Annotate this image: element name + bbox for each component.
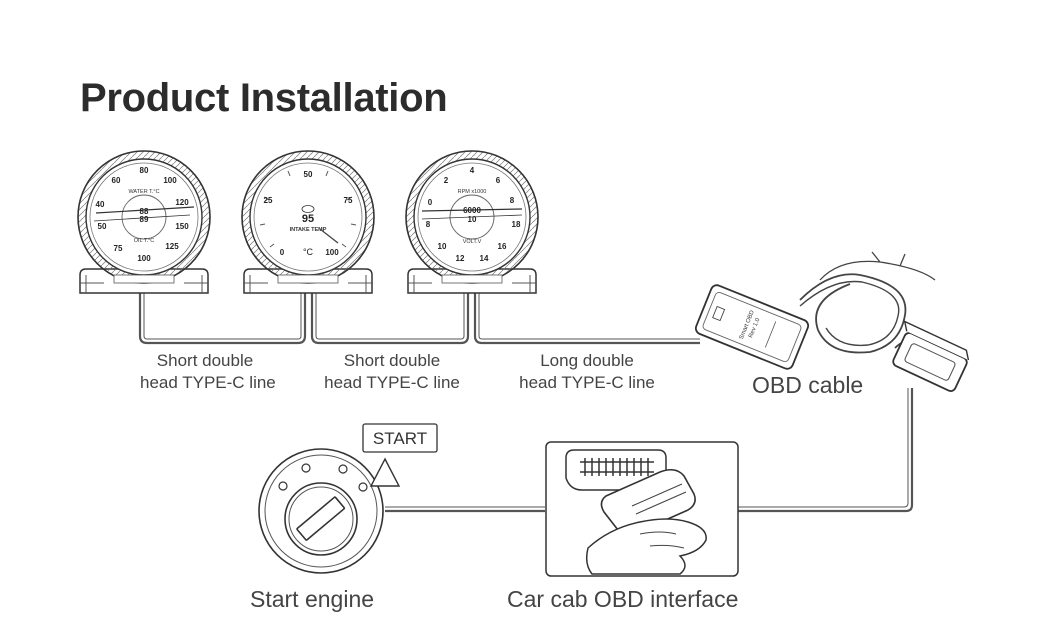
cable-caption-1: Short double head TYPE-C line <box>140 350 276 394</box>
gauge3-label-bottom: VOLT.V <box>463 239 482 245</box>
gauge2-readout: 95 <box>302 213 314 225</box>
gauge1-label-bottom: OIL T.°C <box>134 238 155 244</box>
gauge1-readout-top: 88 <box>140 207 149 216</box>
gauge1-tick-100: 100 <box>163 176 177 185</box>
gauge2-tick-25: 25 <box>264 196 273 205</box>
cable-caption-3-line2: head TYPE-C line <box>519 373 655 392</box>
gauge3-tick-v18: 18 <box>512 220 521 229</box>
gauge1-tick-40: 40 <box>96 200 105 209</box>
gauge1-tick-60: 60 <box>112 176 121 185</box>
gauge2-tick-50: 50 <box>304 170 313 179</box>
gauge3-tick-v12: 12 <box>456 254 465 263</box>
start-button: START <box>362 423 438 453</box>
gauge-water-oil: 40 60 80 100 120 150 50 75 100 125 WATER… <box>77 150 211 294</box>
gauge3-tick-v8: 8 <box>426 220 431 229</box>
gauge1-tick-150: 150 <box>175 222 189 231</box>
gauge2-tick-75: 75 <box>344 196 353 205</box>
cable-caption-1-line1: Short double <box>156 351 254 370</box>
gauge3-tick-4: 4 <box>470 166 475 175</box>
gauge3-readout-bottom: 10 <box>468 215 477 224</box>
obd-cable-label: OBD cable <box>752 372 864 398</box>
gauge2-unit: °C <box>303 247 314 257</box>
wire-gauge2-gauge3 <box>310 293 470 345</box>
wire-gauge1-gauge2 <box>138 293 307 345</box>
obd-module: Smart OBD Rev 1.0 <box>694 251 970 392</box>
obd-interface-label: Car cab OBD interface <box>507 586 739 612</box>
cable-caption-1-line2: head TYPE-C line <box>140 373 276 392</box>
gauge2-tick-0: 0 <box>280 248 285 257</box>
gauge3-label-top: RPM x1000 <box>458 189 487 195</box>
ignition-switch <box>258 448 401 574</box>
cable-caption-3: Long double head TYPE-C line <box>508 350 666 394</box>
wire-obd-to-interface <box>737 388 914 513</box>
gauge3-tick-v10: 10 <box>438 242 447 251</box>
gauge3-tick-v16: 16 <box>498 242 507 251</box>
gauge3-readout-top: 6000 <box>463 206 481 215</box>
connection-wires <box>138 293 914 513</box>
start-button-label: START <box>373 429 427 448</box>
gauge1-tick-120: 120 <box>175 198 189 207</box>
cable-caption-2: Short double head TYPE-C line <box>313 350 471 394</box>
gauge2-tick-100: 100 <box>325 248 339 257</box>
cable-caption-2-line2: head TYPE-C line <box>324 373 460 392</box>
gauge3-tick-8: 8 <box>510 196 515 205</box>
gauge-intake-temp: 0 25 50 75 100 95 INTAKE TEMP °C <box>241 150 375 294</box>
gauge1-tick-75: 75 <box>114 244 123 253</box>
start-engine-label: Start engine <box>250 586 375 612</box>
gauge1-tick-50: 50 <box>98 222 107 231</box>
obd-connector <box>892 320 970 392</box>
wire-gauge3-obd <box>473 293 700 345</box>
gauge1-label-top: WATER T.°C <box>128 189 159 195</box>
gauge1-tick-80: 80 <box>140 166 149 175</box>
gauge2-label: INTAKE TEMP <box>290 227 327 233</box>
cable-caption-3-line1: Long double <box>540 351 634 370</box>
page-title: Product Installation <box>80 76 448 120</box>
gauge1-tick-125: 125 <box>165 242 179 251</box>
gauge1-readout-bottom: 89 <box>140 215 149 224</box>
gauge3-tick-v14: 14 <box>480 254 489 263</box>
gauge1-tick-100b: 100 <box>137 254 151 263</box>
gauge3-tick-6: 6 <box>496 176 501 185</box>
gauge3-tick-0: 0 <box>428 198 433 207</box>
gauge-rpm-volt: 0 2 4 6 8 8 10 12 14 16 18 RPM x1000 600… <box>405 150 539 294</box>
obd-interface-illustration <box>545 441 739 577</box>
gauge3-tick-2: 2 <box>444 176 449 185</box>
cable-caption-2-line1: Short double <box>343 351 441 370</box>
